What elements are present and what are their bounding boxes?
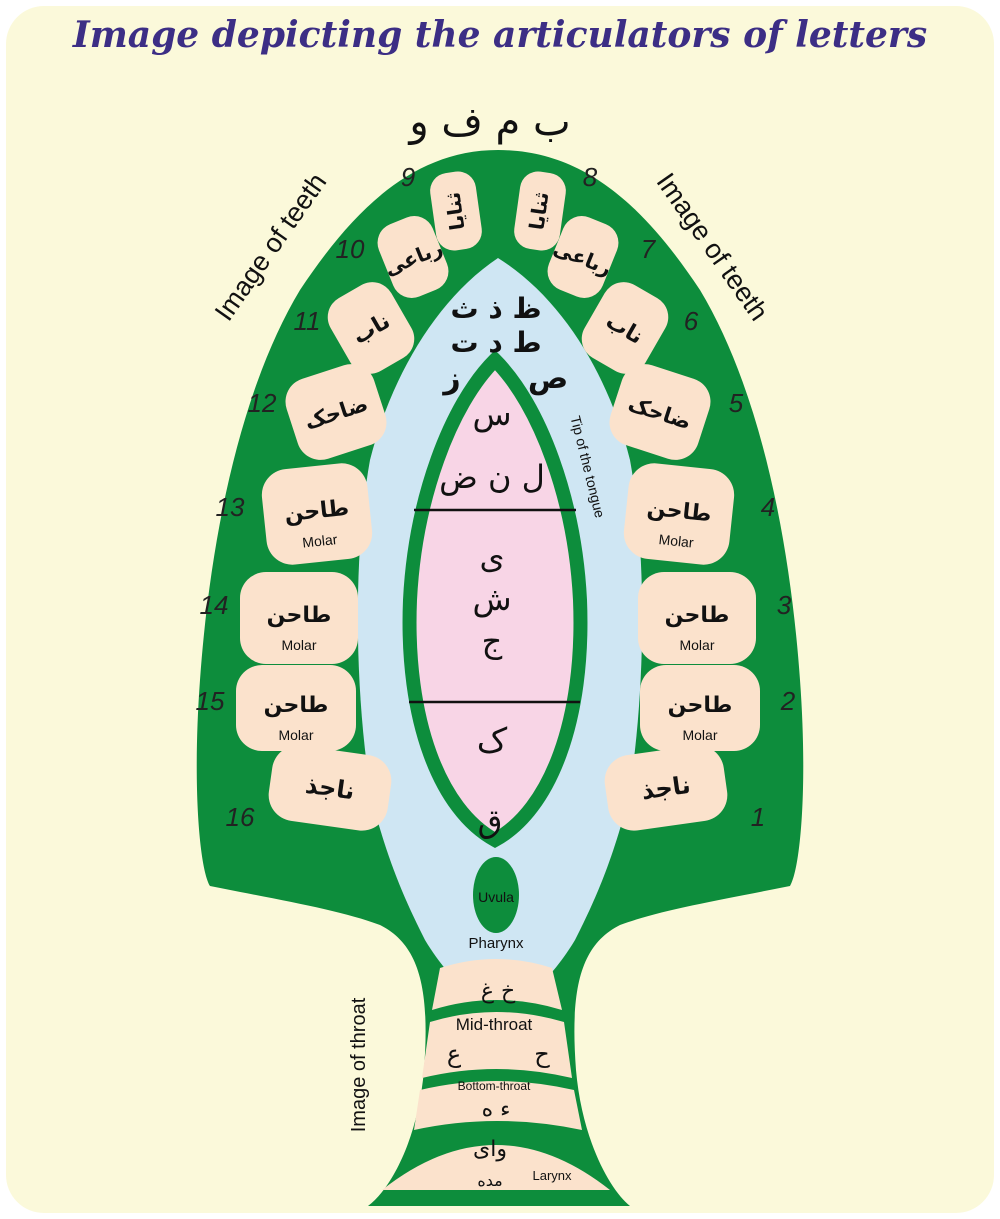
throat-segment-mid — [422, 1012, 572, 1078]
tooth-number: 16 — [226, 802, 255, 832]
uvula — [473, 857, 519, 933]
tongue-letter-kaaf: ک — [477, 721, 508, 761]
throat-segment-bottom — [414, 1081, 582, 1130]
tooth-shape — [581, 282, 669, 374]
tooth-right-8: ثنایا — [514, 171, 566, 251]
bottom-throat-label: Bottom-throat — [458, 1079, 531, 1093]
tongue-letter-sheen: ش — [472, 580, 511, 618]
tooth-type-label: Molar — [281, 637, 316, 653]
tooth-right-1: ناجذ — [604, 745, 728, 831]
throat-letters-bottom: ء ه — [482, 1097, 511, 1122]
tooth-shape — [638, 572, 756, 664]
tooth-type-label: Molar — [658, 531, 695, 551]
lips-letters: ب م ف و — [407, 99, 570, 145]
tooth-number: 10 — [336, 234, 365, 264]
tooth-right-2: طاحن Molar — [640, 665, 760, 751]
tooth-name: طاحن — [264, 693, 329, 718]
throat-letters-upper: خ غ — [481, 979, 516, 1004]
tooth-left-11: ناب — [327, 282, 415, 374]
tooth-number: 7 — [641, 234, 657, 264]
uvula-label: Uvula — [478, 889, 514, 905]
tooth-number: 1 — [751, 802, 765, 832]
tooth-name: طاحن — [267, 603, 332, 628]
tooth-shape — [261, 463, 373, 565]
madd-label: مده — [477, 1171, 502, 1190]
tooth-number: 6 — [684, 306, 699, 336]
tooth-name: ثنایا — [524, 190, 553, 231]
tooth-number: 8 — [583, 162, 598, 192]
tongue-letter-qaaf: ق — [478, 802, 503, 840]
tooth-left-10: رباعی — [377, 216, 449, 298]
tooth-type-label: Molar — [682, 727, 717, 743]
larynx-label: Larynx — [532, 1168, 572, 1183]
tooth-left-12: ضاحک — [285, 364, 387, 460]
tooth-number: 12 — [248, 388, 277, 418]
tooth-name: طاحن — [665, 603, 730, 628]
tooth-number: 3 — [777, 590, 792, 620]
tooth-name: ثنایا — [440, 191, 469, 232]
tooth-right-7: رباعی — [547, 216, 619, 298]
tooth-left-9: ثنایا — [430, 171, 482, 251]
letters-row-1: ظ ذ ث — [450, 292, 541, 325]
letter-saad: ص — [528, 361, 568, 396]
tooth-shape — [285, 364, 387, 460]
throat-letter-ain: ع — [447, 1040, 462, 1068]
letter-zay: ز — [441, 361, 460, 396]
tooth-number: 5 — [729, 388, 744, 418]
tooth-right-6: ناب — [581, 282, 669, 374]
pharynx-label: Pharynx — [468, 935, 524, 952]
tooth-name: ناجذ — [304, 771, 357, 806]
tooth-shape — [268, 745, 392, 831]
tongue-letter-yaa: ی — [479, 538, 504, 576]
tooth-left-14: طاحن Molar — [240, 572, 358, 664]
tongue-letter-jeem: ج — [482, 622, 503, 660]
teeth-right: ثنایا 8 رباعی 7 ناب 6 ضاحک 5 طاحن Molar 4 طاحن Molar… — [514, 162, 796, 832]
larynx-letters: وای — [473, 1137, 507, 1162]
tooth-left-15: طاحن Molar — [236, 665, 356, 751]
mid-throat-label: Mid-throat — [456, 1015, 533, 1034]
tooth-shape — [609, 364, 711, 460]
tooth-type-label: Molar — [302, 531, 339, 551]
tooth-number: 11 — [294, 306, 321, 336]
tooth-shape — [514, 171, 566, 251]
tooth-type-label: Molar — [679, 637, 714, 653]
tooth-shape — [623, 463, 735, 565]
tooth-shape — [604, 745, 728, 831]
tooth-number: 14 — [200, 590, 229, 620]
tooth-right-3: طاحن Molar — [638, 572, 756, 664]
page-title: Image depicting the articulators of lett… — [72, 14, 928, 56]
tooth-number: 9 — [401, 162, 415, 192]
tooth-shape — [430, 171, 482, 251]
throat-segment-upper — [432, 959, 562, 1010]
tooth-number: 4 — [761, 492, 775, 522]
tooth-name: ناجذ — [640, 771, 693, 806]
tooth-number: 2 — [780, 686, 796, 716]
tongue-letters-lam-noon-daad: ل ن ض — [439, 458, 545, 496]
tooth-shape — [327, 282, 415, 374]
tooth-shape — [547, 216, 619, 298]
tooth-number: 15 — [196, 686, 225, 716]
tongue-letter-seen: س — [472, 395, 511, 433]
tooth-number: 13 — [216, 492, 245, 522]
throat-label: Image of throat — [348, 997, 370, 1132]
throat-letter-haa: ح — [534, 1040, 550, 1068]
tooth-shape — [236, 665, 356, 751]
tooth-left-16: ناجذ — [268, 745, 392, 831]
letters-row-2: ط د ت — [450, 326, 541, 359]
tooth-right-5: ضاحک — [609, 364, 711, 460]
tooth-shape — [640, 665, 760, 751]
tooth-name: طاحن — [668, 693, 733, 718]
tooth-type-label: Molar — [278, 727, 313, 743]
throat-segment-larynx — [382, 1145, 610, 1190]
tooth-shape — [377, 216, 449, 298]
tooth-shape — [240, 572, 358, 664]
